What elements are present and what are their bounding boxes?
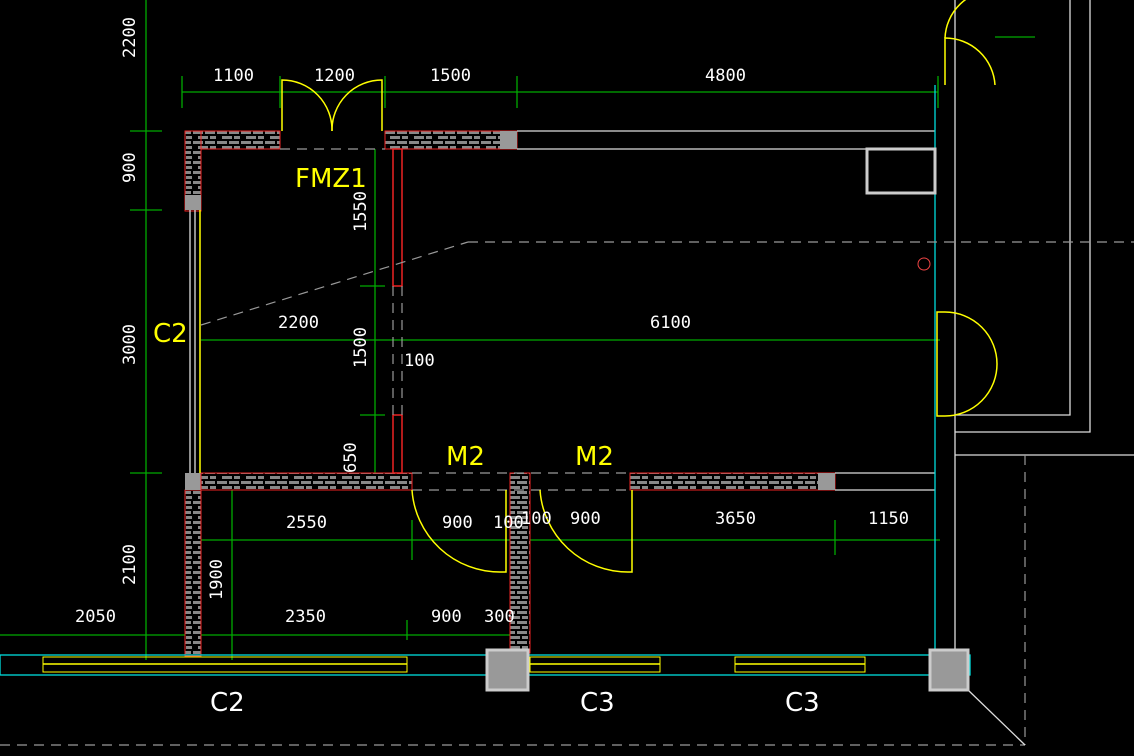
dim-2200: 2200: [278, 313, 319, 333]
dim-2050: 2050: [75, 607, 116, 627]
dim-left-2200: 2200: [120, 17, 140, 58]
dim-100: 100: [404, 351, 435, 371]
tag-c2-left: C2: [153, 319, 188, 349]
dim-1900: 1900: [207, 559, 227, 600]
dim-2350: 2350: [285, 607, 326, 627]
tag-m2-b: M2: [575, 442, 614, 472]
section-lines: [200, 148, 1134, 491]
dim-left-2100: 2100: [120, 544, 140, 585]
dim-left-3000: 3000: [120, 324, 140, 365]
windows-doors: [0, 0, 1035, 692]
dim-6100: 6100: [650, 313, 691, 333]
dim-3650: 3650: [715, 509, 756, 529]
tag-c3-b: C3: [785, 688, 820, 718]
dim-900-b: 900: [570, 509, 601, 529]
tag-m2-a: M2: [446, 442, 485, 472]
dim-top-1200: 1200: [314, 66, 355, 86]
dim-650: 650: [341, 442, 361, 473]
dim-top-4800: 4800: [705, 66, 746, 86]
dim-top-1500: 1500: [430, 66, 471, 86]
dim-2550: 2550: [286, 513, 327, 533]
dim-300: 300: [484, 607, 515, 627]
dim-100-c: 100: [521, 509, 552, 529]
dimension-lines: [0, 0, 940, 660]
dim-900-c: 900: [431, 607, 462, 627]
tag-fmz1: FMZ1: [295, 164, 367, 194]
dim-top-1100: 1100: [213, 66, 254, 86]
dim-1500: 1500: [351, 327, 371, 368]
tag-c3-a: C3: [580, 688, 615, 718]
dim-900-a: 900: [442, 513, 473, 533]
dim-100-b: 100: [493, 513, 524, 533]
dim-1550: 1550: [351, 191, 371, 232]
dim-left-900: 900: [120, 152, 140, 183]
tag-c2-bottom: C2: [210, 688, 245, 718]
dim-1150: 1150: [868, 509, 909, 529]
